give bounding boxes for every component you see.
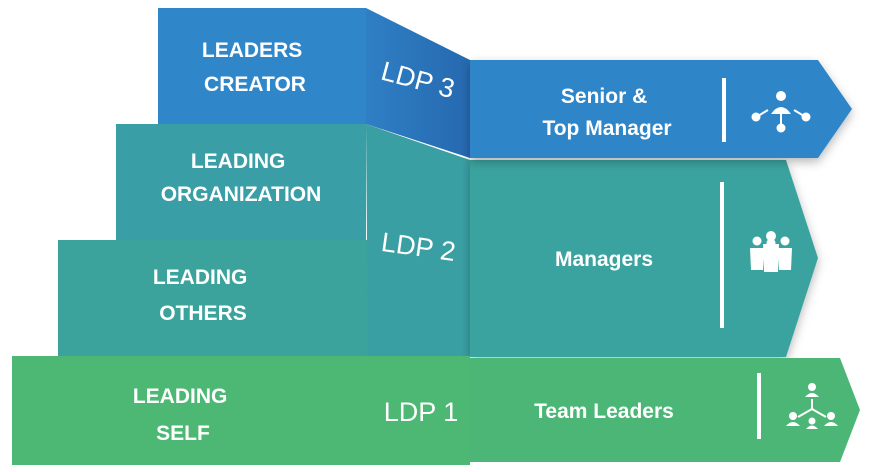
leading-organization-label: LEADING ORGANIZATION xyxy=(161,150,322,206)
team-leaders-divider xyxy=(757,373,761,439)
leading-others-block xyxy=(58,240,368,357)
level-ldp1: LEADING SELF LDP 1 Team Leaders xyxy=(12,356,860,465)
leading-others-label: LEADING OTHERS xyxy=(153,266,253,325)
team-leaders-label: Team Leaders xyxy=(534,400,674,423)
ldp1-tag: LDP 1 xyxy=(384,397,459,427)
team-leaders-arrow xyxy=(470,358,860,462)
senior-top-manager-label: Senior & Top Manager xyxy=(542,85,671,140)
ldp2-fold-panel xyxy=(366,124,470,357)
leading-self-block xyxy=(12,356,470,465)
level-ldp2: LEADING ORGANIZATION LEADING OTHERS LDP … xyxy=(58,124,818,357)
senior-manager-divider xyxy=(722,78,726,142)
group-people-icon xyxy=(750,231,792,272)
team-structure-icon xyxy=(786,383,838,429)
leading-organization-block xyxy=(116,124,366,241)
hierarchy-network-icon xyxy=(751,91,811,133)
managers-label: Managers xyxy=(555,248,653,271)
senior-manager-arrow xyxy=(470,60,852,158)
level-ldp3: LEADERS CREATOR LDP 3 Senior & Top Manag… xyxy=(158,8,852,158)
ldp3-fold-panel xyxy=(366,8,470,158)
leaders-creator-block xyxy=(158,8,366,124)
managers-arrow xyxy=(470,160,818,357)
leading-self-label: LEADING SELF xyxy=(133,385,233,445)
managers-divider xyxy=(720,182,724,328)
leaders-creator-label: LEADERS CREATOR xyxy=(202,39,308,96)
